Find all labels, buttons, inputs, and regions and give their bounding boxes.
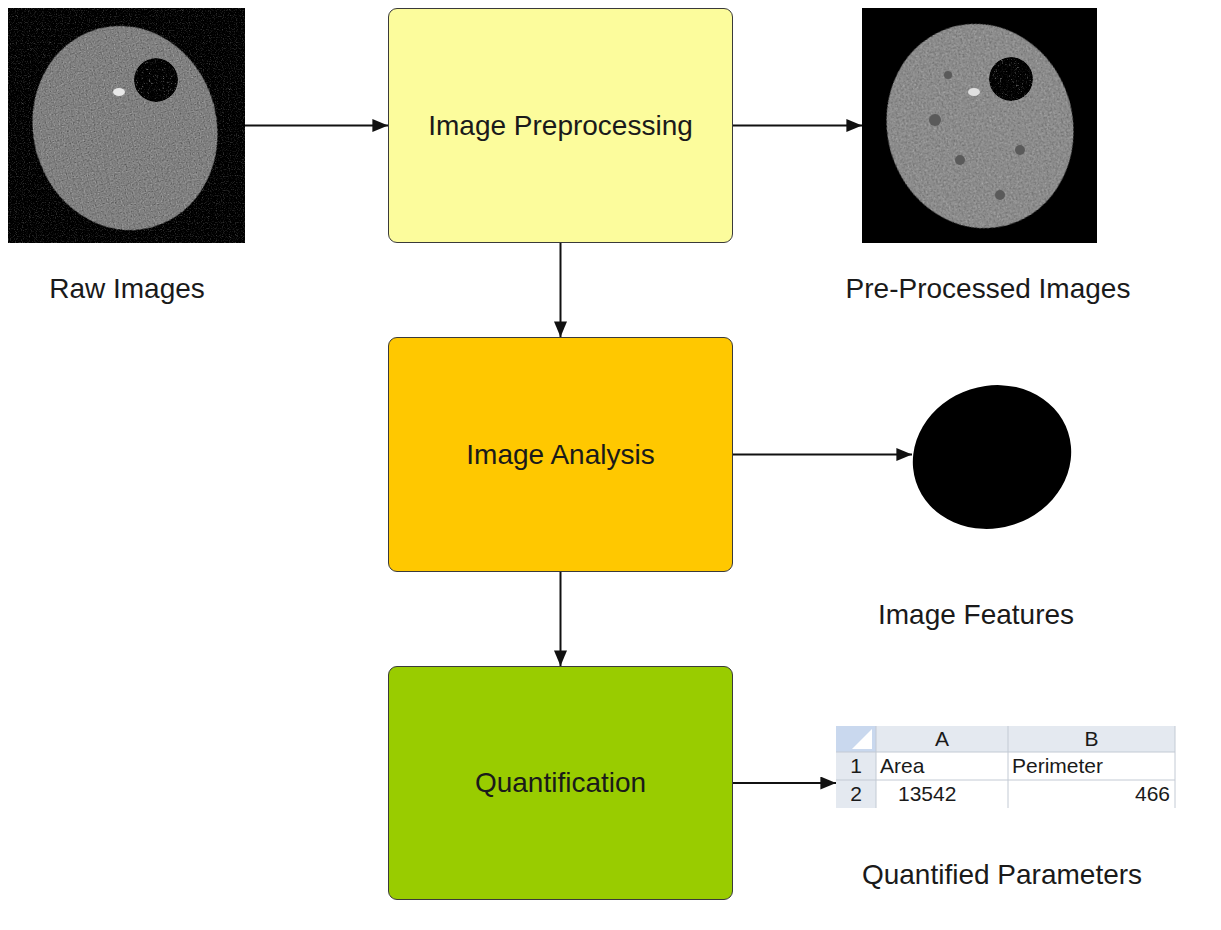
flow-arrow (560, 243, 562, 337)
dark-spot (955, 155, 965, 165)
dark-spot (929, 114, 941, 126)
column-header-row (836, 726, 1175, 752)
preprocessed-bright-spot (968, 88, 980, 96)
image-caption: Raw Images (49, 272, 205, 306)
flow-arrow (245, 125, 388, 127)
flow-arrow (733, 782, 836, 784)
raw-bright-spot (113, 88, 125, 96)
flow-arrow (733, 125, 862, 127)
image-caption: Pre-Processed Images (846, 272, 1131, 306)
raw-nucleus (9, 5, 240, 252)
image-panel: Raw Images (8, 8, 245, 243)
preprocessed-image (862, 2, 1097, 249)
preprocessed-nucleus (864, 2, 1097, 249)
corner-cell (836, 726, 876, 752)
preprocessed-nucleolus (989, 57, 1033, 101)
raw-image (8, 5, 245, 252)
segmentation-mask (894, 365, 1090, 549)
flow-arrow (560, 572, 562, 666)
table-cell: B (1008, 726, 1175, 752)
image-caption: Image Features (878, 598, 1074, 632)
corner-triangle (852, 729, 872, 749)
image-panel: Pre-Processed Images (862, 8, 1097, 243)
image-panel: Image Features (912, 385, 1072, 528)
box-label: Image Preprocessing (428, 108, 693, 144)
image-caption: Quantified Parameters (862, 858, 1142, 892)
table-cell: A (876, 726, 1008, 752)
process-box: Quantification (388, 666, 733, 900)
spreadsheet (836, 726, 1175, 808)
table-cell: 13542 (898, 780, 1006, 808)
table-cell: Perimeter (1012, 752, 1172, 780)
dark-spot (944, 71, 952, 79)
flow-arrow (733, 454, 912, 456)
raw-nucleolus (134, 58, 178, 102)
table-cell: Area (880, 752, 1006, 780)
process-box: Image Analysis (388, 337, 733, 572)
box-label: Quantification (475, 765, 646, 801)
table-cell: 2 (836, 780, 876, 808)
table-cell: 1 (836, 752, 876, 780)
box-label: Image Analysis (466, 437, 654, 473)
process-box: Image Preprocessing (388, 8, 733, 243)
dark-spot (995, 190, 1005, 200)
table-cell: 466 (1010, 780, 1170, 808)
grid-lines (836, 726, 1175, 808)
sheet-ground (836, 726, 1175, 808)
dark-spot (1015, 145, 1025, 155)
